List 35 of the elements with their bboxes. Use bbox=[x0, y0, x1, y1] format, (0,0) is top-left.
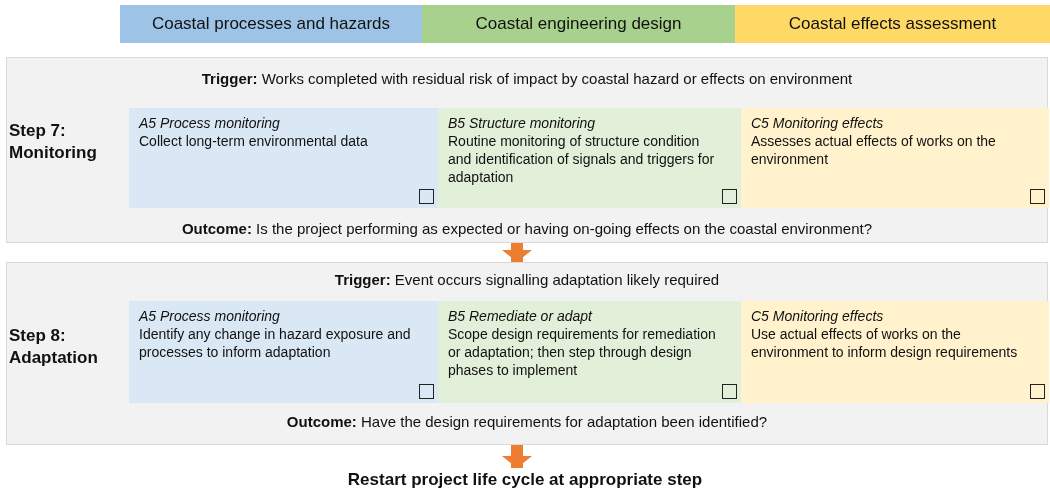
task-description: Routine monitoring of structure condition and identification of signals and triggers for adaptation bbox=[448, 132, 716, 186]
task-cell bbox=[129, 108, 438, 208]
task-cell bbox=[741, 108, 1049, 208]
task-title: C5 Monitoring effects bbox=[751, 114, 885, 132]
task-cell bbox=[741, 301, 1049, 403]
task-description: Collect long-term environmental data bbox=[139, 132, 369, 150]
column-title: Coastal processes and hazards bbox=[151, 14, 391, 34]
closing-text: Restart project life cycle at appropriate step bbox=[347, 470, 703, 489]
arrow bbox=[502, 445, 532, 468]
task-description: Scope design requirements for remediation or adaptation; then step through design phases to implement bbox=[448, 325, 717, 379]
column-header bbox=[120, 5, 422, 43]
task-description: Assesses actual effects of works on the environment bbox=[751, 132, 997, 168]
task-description: Identify any change in hazard exposure and processes to inform adaptation bbox=[139, 325, 412, 361]
task-title: A5 Process monitoring bbox=[139, 114, 281, 132]
arrow bbox=[502, 243, 532, 262]
column-header bbox=[735, 5, 1050, 43]
column-title: Coastal effects assessment bbox=[788, 14, 997, 34]
trigger-text: Trigger: Works completed with residual risk of impact by coastal hazard or effects on environment bbox=[200, 70, 854, 88]
step-panel bbox=[6, 57, 1048, 243]
task-title: B5 Structure monitoring bbox=[448, 114, 597, 132]
step-panel bbox=[6, 262, 1048, 445]
task-description: Use actual effects of works on the environment to inform design requirements bbox=[751, 325, 1019, 361]
task-cell bbox=[129, 301, 438, 403]
column-title: Coastal engineering design bbox=[475, 14, 682, 34]
outcome-text: Outcome: Have the design requirements for adaptation been identified? bbox=[285, 413, 769, 431]
task-title: C5 Monitoring effects bbox=[751, 307, 885, 325]
task-cell bbox=[438, 108, 741, 208]
task-title: B5 Remediate or adapt bbox=[448, 307, 594, 325]
column-header bbox=[422, 5, 735, 43]
step-title: Step 8: Adaptation bbox=[9, 325, 99, 369]
step-title: Step 7: Monitoring bbox=[9, 120, 98, 164]
outcome-text: Outcome: Is the project performing as expected or having on-going effects on the coastal environment? bbox=[180, 220, 874, 238]
task-title: A5 Process monitoring bbox=[139, 307, 281, 325]
trigger-text: Trigger: Event occurs signalling adaptation likely required bbox=[333, 271, 721, 289]
task-cell bbox=[438, 301, 741, 403]
